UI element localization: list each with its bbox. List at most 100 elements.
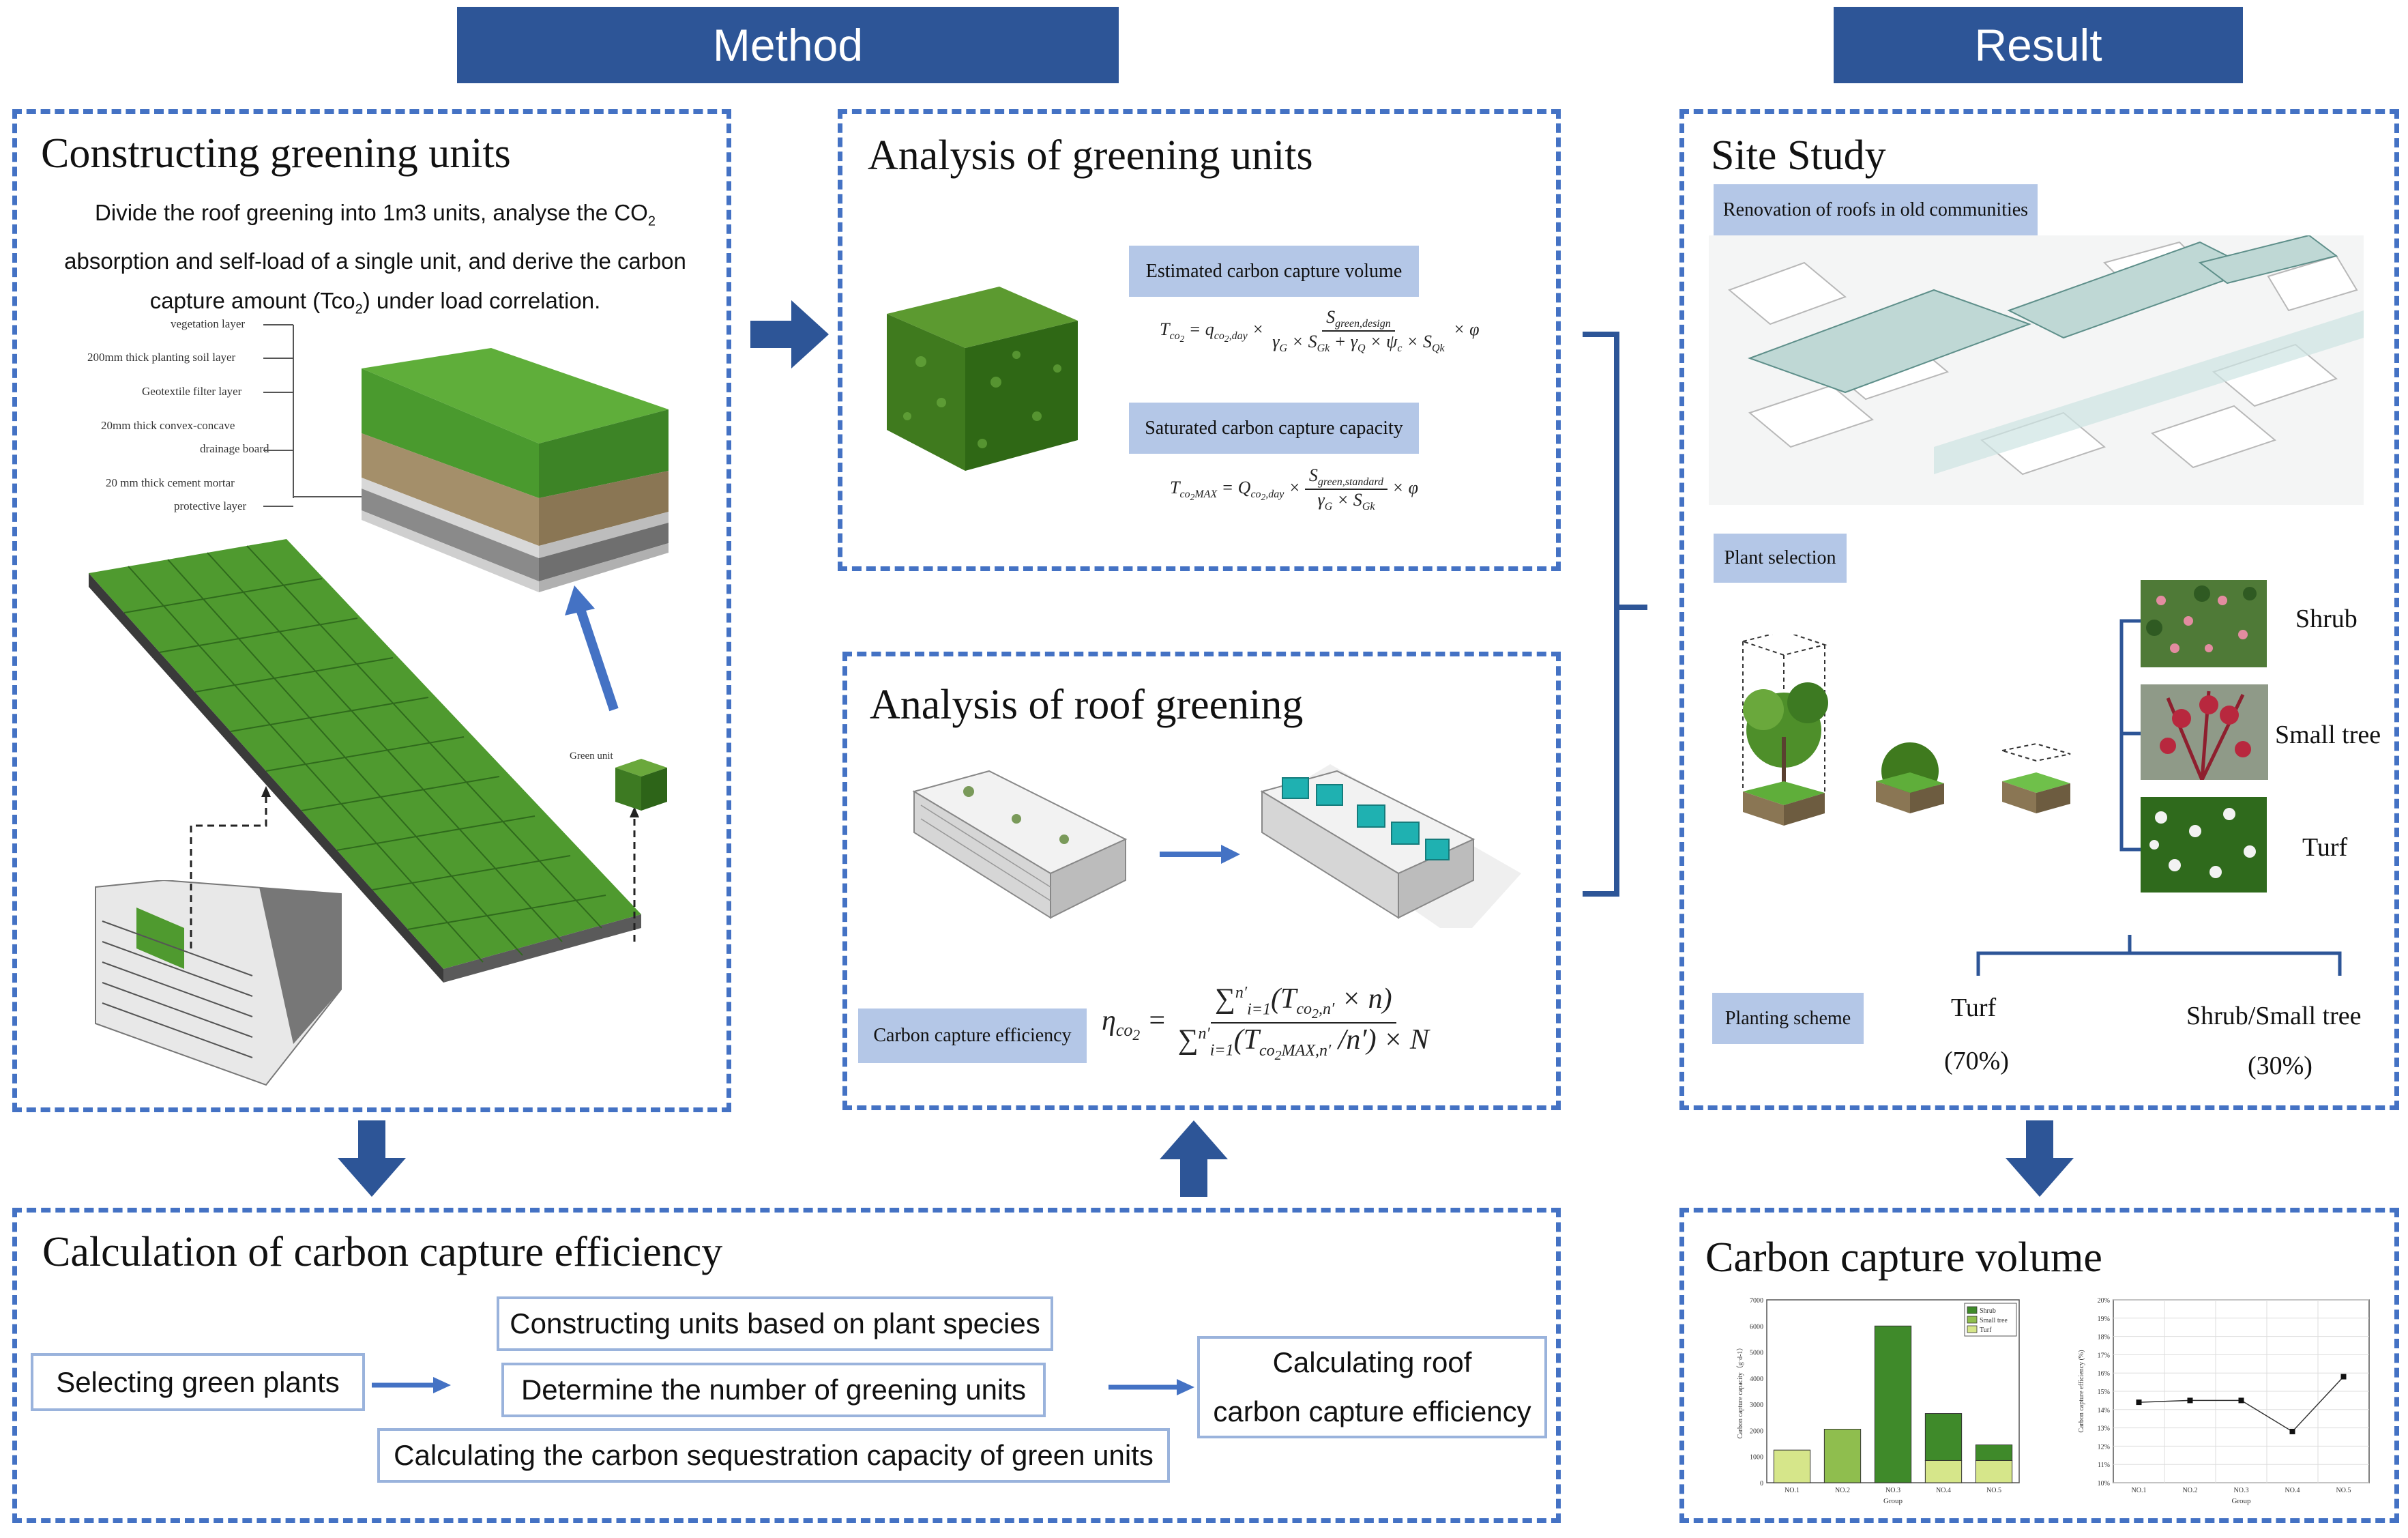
dashed-connectors (190, 786, 639, 948)
bar-x-tick-label: NO.5 (1986, 1487, 2001, 1494)
plant-label-small-tree: Small tree (2275, 721, 2381, 749)
bar-y-tick-label: 3000 (1750, 1402, 1763, 1409)
legend-label-0: Shrub (1980, 1307, 1996, 1315)
tag-renovation: Renovation of roofs in old communities (1714, 184, 2038, 235)
bar-NO.4 (1924, 1413, 1963, 1461)
small-tree-photo (2141, 684, 2268, 780)
tag-plant-selection: Plant selection (1714, 534, 1847, 583)
tag-planting-scheme: Planting scheme (1712, 993, 1864, 1044)
line-point-NO.4 (2289, 1428, 2295, 1434)
bar-y-tick-label: 1000 (1750, 1454, 1763, 1462)
layer-label-drainage-2: drainage board (200, 442, 269, 455)
line-x-tick-label: NO.3 (2234, 1487, 2249, 1494)
legend-label-2: Turf (1980, 1326, 1992, 1334)
line-series (2139, 1376, 2345, 1432)
bar-x-tick-label: NO.2 (1835, 1487, 1850, 1494)
roof-grid-illustration (89, 539, 641, 983)
line-y-axis-label: Carbon capture efficiency (%) (2078, 1350, 2085, 1432)
tag-carbon-efficiency: Carbon capture efficiency (858, 1009, 1087, 1063)
bar-NO.1 (1773, 1449, 1811, 1483)
up-arrow-inner (565, 585, 619, 712)
scheme-shrub-name: Shrub/Small tree (2186, 1002, 2362, 1030)
layer-label-mortar-1: 20 mm thick cement mortar (106, 476, 235, 489)
layer-label-drainage-1: 20mm thick convex-concave (101, 419, 235, 432)
building-before-illustration (912, 770, 1128, 919)
bar-NO.5 (1975, 1444, 2013, 1461)
line-y-tick-label: 17% (2098, 1352, 2110, 1359)
bar-y-tick-label: 5000 (1750, 1350, 1763, 1357)
arrow-up-1 (1160, 1120, 1228, 1197)
bar-y-tick-label: 2000 (1750, 1427, 1763, 1435)
line-y-tick-label: 14% (2098, 1407, 2110, 1414)
bar-y-tick-label: 7000 (1750, 1297, 1763, 1305)
plant-label-turf: Turf (2302, 833, 2348, 862)
bar-NO.3 (1874, 1325, 1912, 1483)
step-construct-units: Constructing units based on plant specie… (497, 1296, 1053, 1351)
constructing-box (12, 109, 731, 1112)
line-point-NO.3 (2238, 1397, 2244, 1404)
line-x-tick-label: NO.2 (2183, 1487, 2198, 1494)
layer-label-mortar-2: protective layer (174, 499, 247, 512)
scheme-turf-name: Turf (1951, 993, 1997, 1022)
green-unit-cube-large (887, 287, 1078, 471)
constructing-title: Constructing greening units (41, 130, 511, 177)
formula-carbon-efficiency: ηco2 = ∑n′i=1(Tco2,n′ × n)∑n′i=1(Tco2MAX… (1102, 983, 1429, 1063)
bar-NO.5 (1975, 1460, 2013, 1483)
layer-label-soil: 200mm thick planting soil layer (87, 351, 236, 364)
tag-saturated-capacity: Saturated carbon capture capacity (1129, 403, 1419, 454)
bar-y-tick-label: 6000 (1750, 1323, 1763, 1331)
line-y-tick-label: 20% (2098, 1297, 2110, 1305)
step-sequestration-capacity: Calculating the carbon sequestration cap… (377, 1428, 1170, 1483)
calculation-box (12, 1208, 1561, 1523)
arrow-step-1 (372, 1377, 451, 1393)
turf-photo (2141, 797, 2267, 893)
step-select-plants: Selecting green plants (31, 1353, 365, 1411)
method-header: Method (457, 7, 1119, 83)
step-roof-efficiency: Calculating roof carbon capture efficien… (1197, 1336, 1547, 1438)
bar-NO.4 (1924, 1460, 1963, 1483)
tag-estimated-volume: Estimated carbon capture volume (1129, 246, 1419, 297)
building-after-illustration (1260, 764, 1521, 928)
line-y-tick-label: 16% (2098, 1370, 2110, 1378)
line-x-axis-label: Group (2231, 1497, 2251, 1505)
line-point-NO.1 (2136, 1399, 2142, 1406)
scheme-bracket (1976, 935, 2342, 976)
site-aerial-illustration (1709, 235, 2364, 505)
building-illustration (95, 880, 342, 1086)
line-x-tick-label: NO.4 (2285, 1487, 2300, 1494)
site-study-box (1679, 109, 2399, 1110)
bar-x-axis-label: Group (1883, 1497, 1903, 1505)
line-point-NO.5 (2340, 1374, 2347, 1380)
bar-y-axis-label: Carbon capture capacity（g·d-1） (1736, 1344, 1744, 1439)
bar-NO.2 (1823, 1429, 1862, 1483)
plant-label-shrub: Shrub (2295, 605, 2358, 633)
legend-swatch-1 (1967, 1316, 1978, 1324)
layered-unit-illustration (362, 348, 669, 592)
green-unit-label: Green unit (570, 751, 613, 761)
line-y-tick-label: 12% (2098, 1443, 2110, 1451)
bar-x-tick-label: NO.1 (1785, 1487, 1800, 1494)
bar-x-tick-label: NO.3 (1885, 1487, 1900, 1494)
line-x-tick-label: NO.5 (2336, 1487, 2351, 1494)
line-y-tick-label: 13% (2098, 1425, 2110, 1433)
arrow-down-1 (338, 1120, 406, 1197)
arrow-right-1 (750, 300, 829, 368)
plant-units-illustration (1740, 635, 2071, 826)
volume-box (1679, 1208, 2399, 1523)
bar-y-tick-label: 4000 (1750, 1376, 1763, 1383)
scheme-shrub-pct: (30%) (2248, 1051, 2312, 1080)
result-header: Result (1834, 7, 2243, 83)
arrow-step-2 (1108, 1379, 1194, 1395)
green-unit-cube-small (615, 759, 667, 811)
legend-label-1: Small tree (1980, 1317, 2008, 1324)
line-y-tick-label: 19% (2098, 1316, 2110, 1323)
legend-swatch-2 (1967, 1325, 1978, 1333)
site-study-title: Site Study (1711, 132, 1886, 179)
layer-label-vegetation: vegetation layer (171, 317, 246, 330)
line-y-tick-label: 11% (2098, 1462, 2110, 1469)
arrow-down-result (2006, 1120, 2074, 1197)
bar-x-tick-label: NO.4 (1936, 1487, 1951, 1494)
